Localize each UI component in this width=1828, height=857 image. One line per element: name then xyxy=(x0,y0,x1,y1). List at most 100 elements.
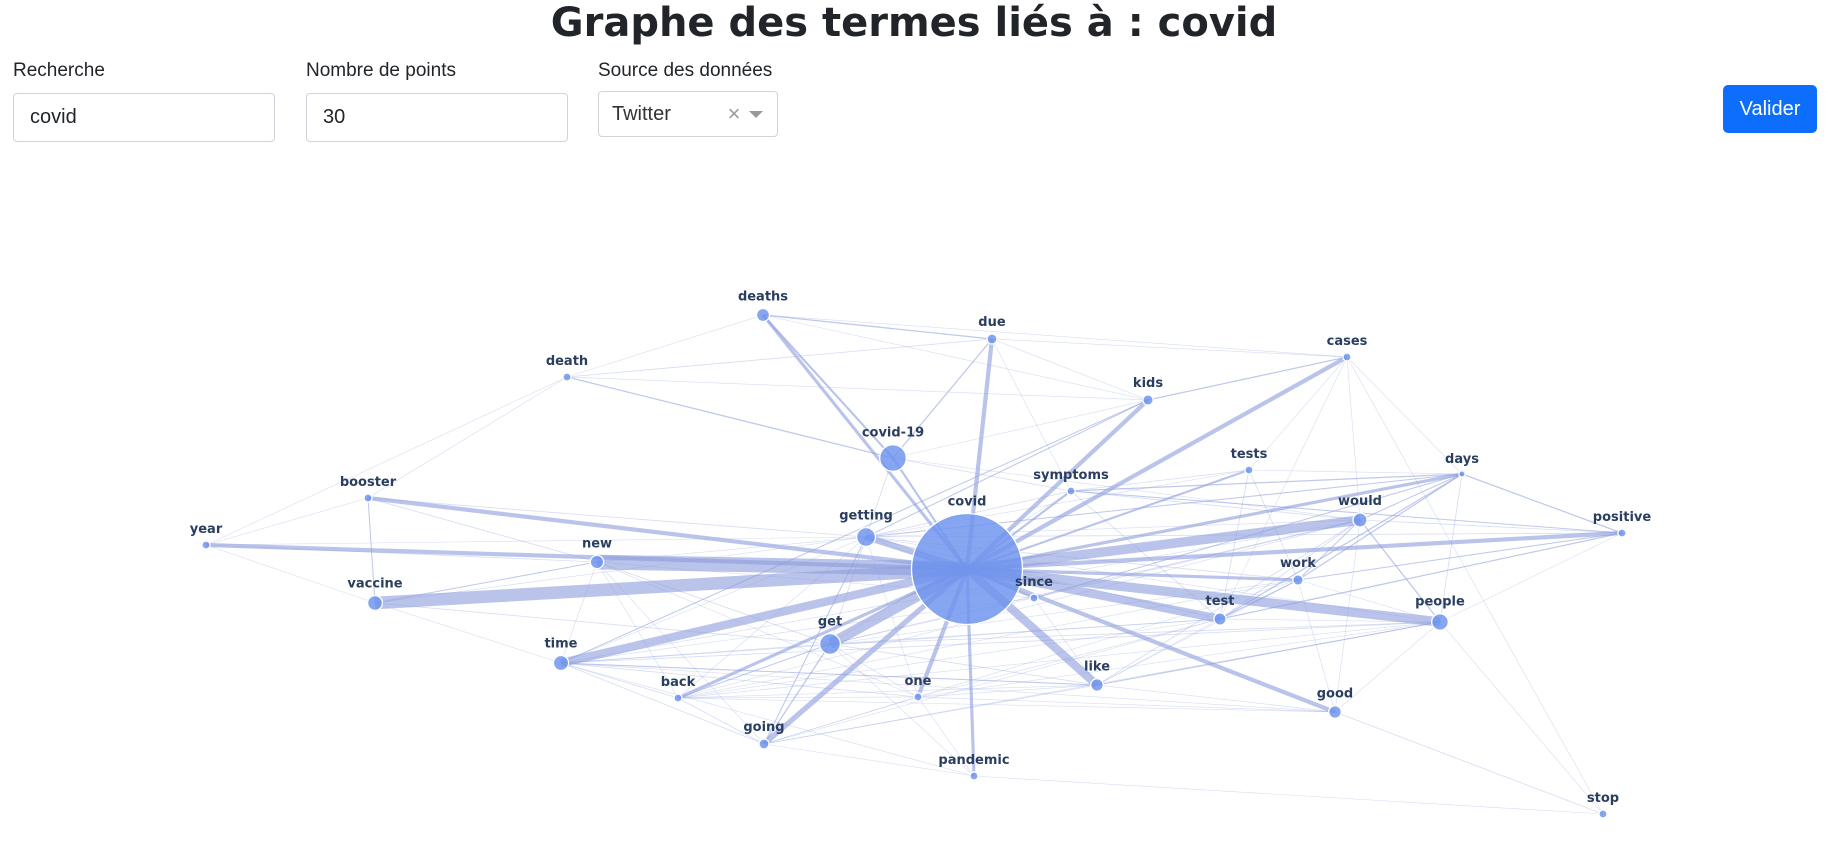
graph-edge-covid-good xyxy=(966,567,1336,714)
graph-edge-covid-days xyxy=(966,472,1463,571)
graph-edge-days-tests xyxy=(1248,469,1463,475)
source-select-value: Twitter xyxy=(612,102,671,125)
graph-node-deaths[interactable] xyxy=(755,307,771,323)
graph-edge-booster-year xyxy=(205,497,369,546)
graph-edge-covid-positive xyxy=(966,530,1623,572)
graph-edge-test-get xyxy=(829,618,1221,645)
graph-edge-work-test xyxy=(1219,579,1299,620)
graph-node-like[interactable] xyxy=(1090,678,1104,692)
graph-node-label-going: going xyxy=(743,720,784,735)
graph-node-label-deaths: deaths xyxy=(738,290,788,305)
search-input[interactable] xyxy=(13,93,275,142)
graph-edge-new-booster xyxy=(367,497,598,563)
graph-edge-would-good xyxy=(1334,519,1361,713)
graph-edge-back-getting xyxy=(677,536,867,699)
graph-edge-good-one xyxy=(917,696,1336,713)
search-label: Recherche xyxy=(13,60,105,81)
graph-edge-pandemic-one xyxy=(917,696,975,777)
graph-node-days[interactable] xyxy=(1458,470,1466,478)
graph-node-booster[interactable] xyxy=(363,493,373,503)
graph-node-test[interactable] xyxy=(1213,612,1227,626)
source-field-group: Source des données Twitter × xyxy=(598,59,778,137)
graph-edge-booster-getting xyxy=(367,497,867,538)
graph-edge-covid-work xyxy=(966,567,1299,582)
graph-edge-good-stop xyxy=(1334,711,1604,815)
graph-edge-good-back xyxy=(677,697,1336,713)
graph-node-since[interactable] xyxy=(1029,593,1039,603)
graph-edge-like-one xyxy=(917,684,1098,698)
graph-node-death[interactable] xyxy=(562,372,572,382)
chevron-down-icon[interactable] xyxy=(749,110,763,118)
graph-node-one[interactable] xyxy=(913,692,923,702)
points-input[interactable] xyxy=(306,93,568,142)
graph-edge-good-like xyxy=(1096,684,1336,713)
graph-node-time[interactable] xyxy=(552,654,570,672)
graph-edge-days-work xyxy=(1297,473,1463,581)
graph-edge-pandemic-get xyxy=(829,643,975,777)
graph-node-tests[interactable] xyxy=(1244,465,1254,475)
graph-node-kids[interactable] xyxy=(1142,394,1154,406)
graph-node-work[interactable] xyxy=(1292,574,1304,586)
graph-node-due[interactable] xyxy=(986,333,998,345)
graph-node-stop[interactable] xyxy=(1598,809,1608,819)
graph-node-year[interactable] xyxy=(201,540,211,550)
clear-icon[interactable]: × xyxy=(727,101,741,126)
graph-edge-covid-deaths xyxy=(761,314,969,570)
graph-edge-like-time xyxy=(560,662,1098,686)
graph-node-label-like: like xyxy=(1084,660,1110,675)
graph-edge-would-work xyxy=(1297,519,1361,581)
graph-node-label-would: would xyxy=(1338,494,1382,509)
graph-node-cases[interactable] xyxy=(1342,352,1352,362)
graph-node-going[interactable] xyxy=(758,738,770,750)
graph-edge-people-like xyxy=(1096,621,1441,686)
graph-edge-covid-kids xyxy=(965,398,1150,571)
graph-edge-covid-tests xyxy=(966,469,1250,570)
graph-node-getting[interactable] xyxy=(855,526,877,548)
graph-node-label-days: days xyxy=(1445,452,1479,467)
graph-edge-pandemic-stop xyxy=(973,775,1604,815)
graph-edge-would-test xyxy=(1219,519,1361,620)
graph-edge-new-vaccine xyxy=(374,561,598,604)
graph-node-vaccine[interactable] xyxy=(366,594,384,612)
graph-edge-would-getting xyxy=(865,519,1361,538)
graph-edge-people-stop xyxy=(1439,621,1604,815)
submit-button[interactable]: Valider xyxy=(1723,85,1817,133)
graph-edge-kids-time xyxy=(560,399,1149,664)
graph-edge-covid-covid-19 xyxy=(892,457,968,570)
graph-edge-due-symptoms xyxy=(991,338,1072,492)
graph-edge-days-since xyxy=(1033,473,1463,599)
graph-node-positive[interactable] xyxy=(1617,528,1627,538)
graph-edge-going-get xyxy=(763,643,831,745)
graph-edge-vaccine-year xyxy=(205,544,376,604)
graph-node-people[interactable] xyxy=(1431,613,1449,631)
source-select[interactable]: Twitter × xyxy=(598,91,778,137)
graph-node-would[interactable] xyxy=(1352,512,1368,528)
graph-edge-get-new xyxy=(596,561,831,645)
graph-edge-work-like xyxy=(1096,579,1299,686)
graph-node-symptoms[interactable] xyxy=(1066,486,1076,496)
graph-edge-would-get xyxy=(829,519,1361,645)
graph-node-good[interactable] xyxy=(1328,705,1342,719)
graph-node-get[interactable] xyxy=(818,632,842,656)
graph-edge-going-getting xyxy=(763,536,867,745)
graph-edge-new-year xyxy=(205,544,598,563)
graph-edge-kids-getting xyxy=(865,399,1149,538)
graph-node-covid-19[interactable] xyxy=(879,444,907,472)
graph-node-back[interactable] xyxy=(673,693,683,703)
graph-node-label-get: get xyxy=(818,615,842,630)
graph-edge-people-get xyxy=(829,621,1441,645)
graph-edge-one-get xyxy=(829,643,919,698)
graph-node-covid[interactable] xyxy=(910,512,1024,626)
graph-edge-cases-days xyxy=(1346,356,1463,475)
graph-node-pandemic[interactable] xyxy=(969,771,979,781)
graph-node-new[interactable] xyxy=(589,554,605,570)
graph-edge-test-back xyxy=(677,618,1221,699)
graph-node-label-year: year xyxy=(190,522,223,537)
graph-node-label-due: due xyxy=(978,315,1006,330)
graph-edge-deaths-due xyxy=(762,314,993,340)
graph-edge-cases-tests xyxy=(1248,356,1348,471)
graph-edge-would-time xyxy=(560,519,1361,664)
graph-edge-one-getting xyxy=(865,536,919,698)
labels-layer: covidcovid-19gettinggetnewvaccinetimelik… xyxy=(190,290,1652,806)
graph-edge-like-since xyxy=(1033,597,1098,686)
